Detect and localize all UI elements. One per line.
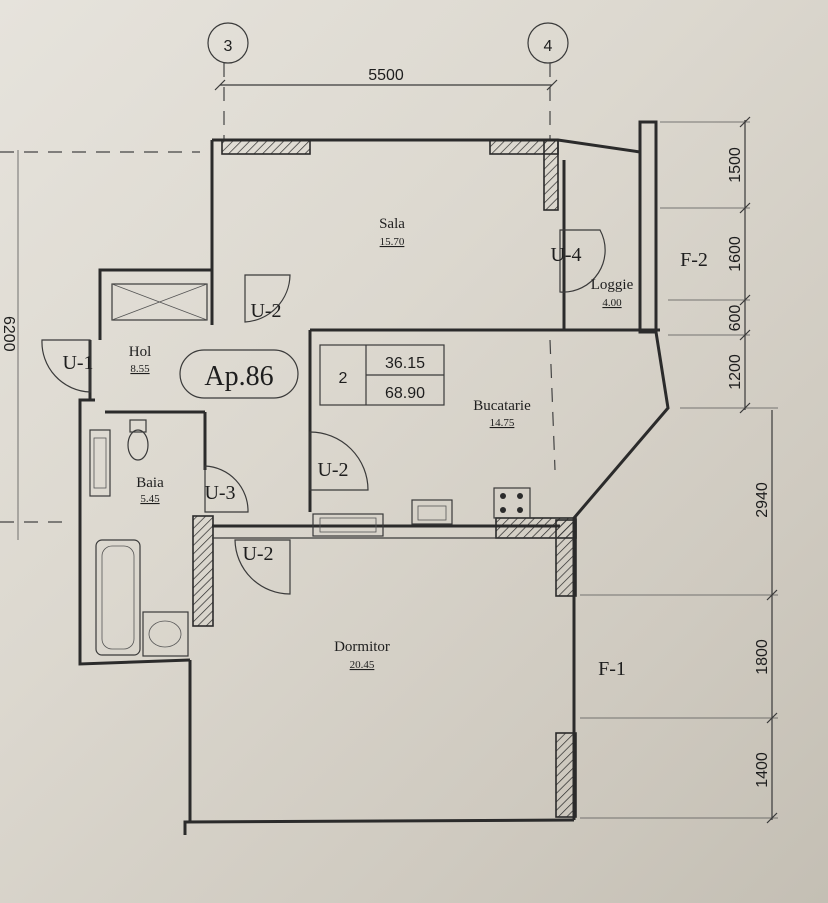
apartment-summary-table: 2 36.15 68.90 [319, 344, 445, 406]
bathroom-sink [142, 611, 189, 657]
axis-label-4: 4 [544, 38, 553, 55]
room-area-bucatarie: 14.75 [490, 417, 515, 429]
room-area-hol: 8.55 [130, 363, 150, 375]
door-swing-dormitor [234, 539, 291, 595]
room-name-bucatarie: Bucatarie [473, 398, 531, 414]
dimension-right-5: 2940 [754, 482, 771, 518]
axis-label-3: 3 [224, 38, 233, 55]
washing-machine [89, 429, 111, 497]
bathtub [95, 539, 141, 656]
interior-walls [105, 160, 660, 539]
ventilation-shaft [111, 283, 208, 321]
dimension-right-chain: 1500 1600 600 1200 2940 1800 1400 [580, 116, 778, 824]
dimension-right-1: 1500 [727, 147, 744, 183]
room-name-loggie: Loggie [591, 277, 634, 293]
apartment-label: Ap.86 [179, 349, 299, 399]
window-label-f1: F-1 [598, 658, 626, 680]
window-label-f2: F-2 [680, 249, 708, 271]
stove-icon [493, 487, 531, 519]
toilet [127, 419, 149, 461]
door-label-u4: U-4 [550, 244, 581, 266]
door-label-u2-kitchen: U-2 [317, 459, 348, 481]
dimension-right-7: 1400 [754, 752, 771, 788]
door-swing-kitchen [309, 431, 369, 491]
apartment-living-area: 36.15 [385, 355, 425, 372]
dimension-right-2: 1600 [727, 236, 744, 272]
dimension-top: 5500 [214, 67, 558, 91]
door-label-u3: U-3 [204, 482, 235, 504]
room-area-loggie: 4.00 [602, 297, 622, 309]
exterior-walls [78, 120, 670, 835]
apartment-rooms-count: 2 [339, 370, 348, 387]
dimension-right-3: 600 [727, 305, 744, 332]
door-swing-loggie [559, 229, 606, 293]
door-swing-hol [244, 274, 291, 323]
dimension-right-6: 1800 [754, 639, 771, 675]
room-area-baia: 5.45 [140, 493, 160, 505]
axis-marker-3: 3 [207, 22, 249, 140]
room-area-dormitor: 20.45 [350, 659, 375, 671]
wall-hatch-dormitor-lower [555, 732, 577, 818]
apartment-label-text: Ap.86 [204, 361, 273, 392]
wall-hatch-baia [192, 515, 214, 627]
wall-hatch-sala-left [221, 139, 311, 155]
door-label-u1: U-1 [62, 352, 93, 374]
door-swing-baia [204, 465, 249, 513]
axis-marker-4: 4 [527, 22, 569, 140]
kitchen-counter [312, 499, 453, 537]
wall-hatch-loggie [543, 139, 559, 211]
dimension-top-label: 5500 [368, 67, 404, 84]
door-swing-entrance [41, 339, 91, 393]
room-name-sala: Sala [379, 216, 405, 232]
room-name-hol: Hol [129, 344, 152, 360]
door-label-u2-hol: U-2 [250, 300, 281, 322]
dimension-left-label: 6200 [0, 316, 17, 352]
dimension-right-4: 1200 [727, 354, 744, 390]
door-label-u2-bedroom: U-2 [242, 543, 273, 565]
wall-hatch-dormitor-upper [555, 519, 577, 597]
apartment-total-area: 68.90 [385, 385, 425, 402]
room-name-dormitor: Dormitor [334, 639, 390, 655]
room-name-baia: Baia [136, 475, 164, 491]
room-area-sala: 15.70 [380, 236, 405, 248]
